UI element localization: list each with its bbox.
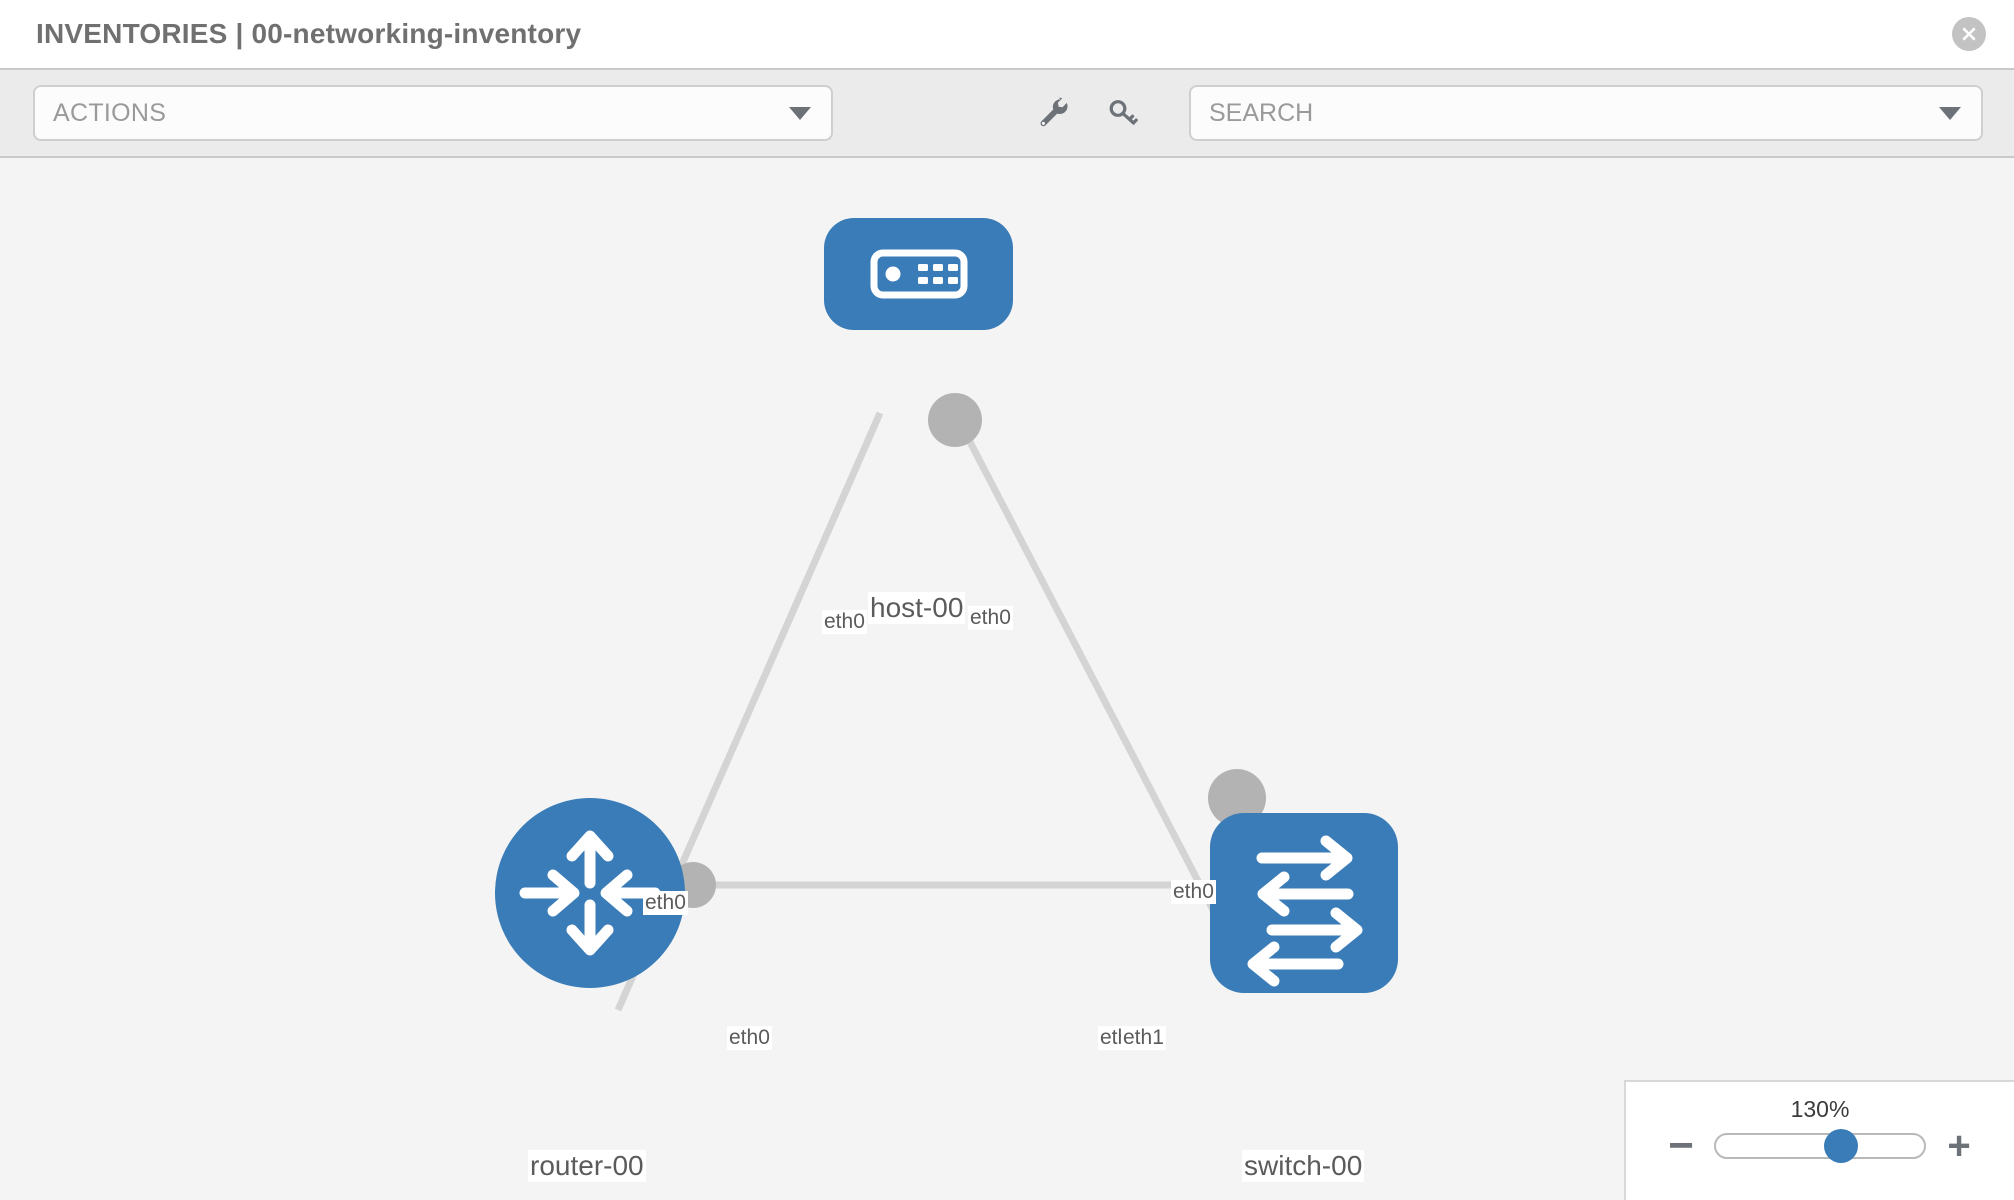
topology-canvas[interactable]: eth0 host-00 eth0 eth0 eth0 eth0 eth0 et… xyxy=(0,158,2014,1200)
search-input[interactable] xyxy=(1209,98,1889,128)
wrench-icon[interactable] xyxy=(1033,93,1073,133)
iface-label-switch-left-b: eth1 xyxy=(1121,1026,1166,1051)
actions-dropdown[interactable]: ACTIONS xyxy=(33,85,833,141)
node-label-host-00: host-00 xyxy=(868,592,966,625)
chevron-down-icon[interactable] xyxy=(1939,106,1961,120)
switch-arrows-icon xyxy=(1247,835,1363,987)
connector-switch-top xyxy=(1208,769,1266,827)
iface-label-host-right: eth0 xyxy=(968,606,1013,631)
zoom-slider-row: − + xyxy=(1626,1121,2014,1170)
node-label-router-00: router-00 xyxy=(528,1150,646,1183)
zoom-out-button[interactable]: − xyxy=(1668,1121,1694,1170)
iface-label-switch-up: eth0 xyxy=(1171,880,1216,905)
chevron-down-icon xyxy=(789,106,811,120)
close-icon[interactable] xyxy=(1952,17,1986,51)
connector-host-right xyxy=(928,393,982,447)
link-host-switch xyxy=(951,411,1242,960)
node-router-00[interactable] xyxy=(495,798,685,988)
zoom-level-value: 130% xyxy=(1790,1096,1850,1122)
toolbar-icon-group xyxy=(1033,93,1143,133)
server-icon xyxy=(870,249,968,299)
iface-label-router-up: eth0 xyxy=(643,891,688,916)
node-label-switch-00: switch-00 xyxy=(1242,1150,1365,1183)
page-header: INVENTORIES | 00-networking-inventory xyxy=(0,0,2014,68)
node-switch-00[interactable] xyxy=(1210,813,1398,993)
iface-label-host-left: eth0 xyxy=(822,610,867,635)
search-field[interactable] xyxy=(1189,85,1983,141)
zoom-slider-track[interactable] xyxy=(1714,1129,1926,1164)
key-icon[interactable] xyxy=(1103,93,1143,133)
iface-label-router-right: eth0 xyxy=(727,1026,772,1051)
zoom-slider-thumb[interactable] xyxy=(1823,1129,1858,1164)
page-title: INVENTORIES | 00-networking-inventory xyxy=(36,18,582,49)
toolbar: ACTIONS xyxy=(0,68,2014,158)
router-arrows-icon xyxy=(519,830,661,956)
zoom-control-panel: 130% − + xyxy=(1624,1080,2014,1200)
topology-graph xyxy=(495,218,1398,1012)
actions-dropdown-label: ACTIONS xyxy=(53,98,167,127)
node-host-00[interactable] xyxy=(824,218,1013,330)
zoom-in-button[interactable]: + xyxy=(1947,1124,1971,1169)
